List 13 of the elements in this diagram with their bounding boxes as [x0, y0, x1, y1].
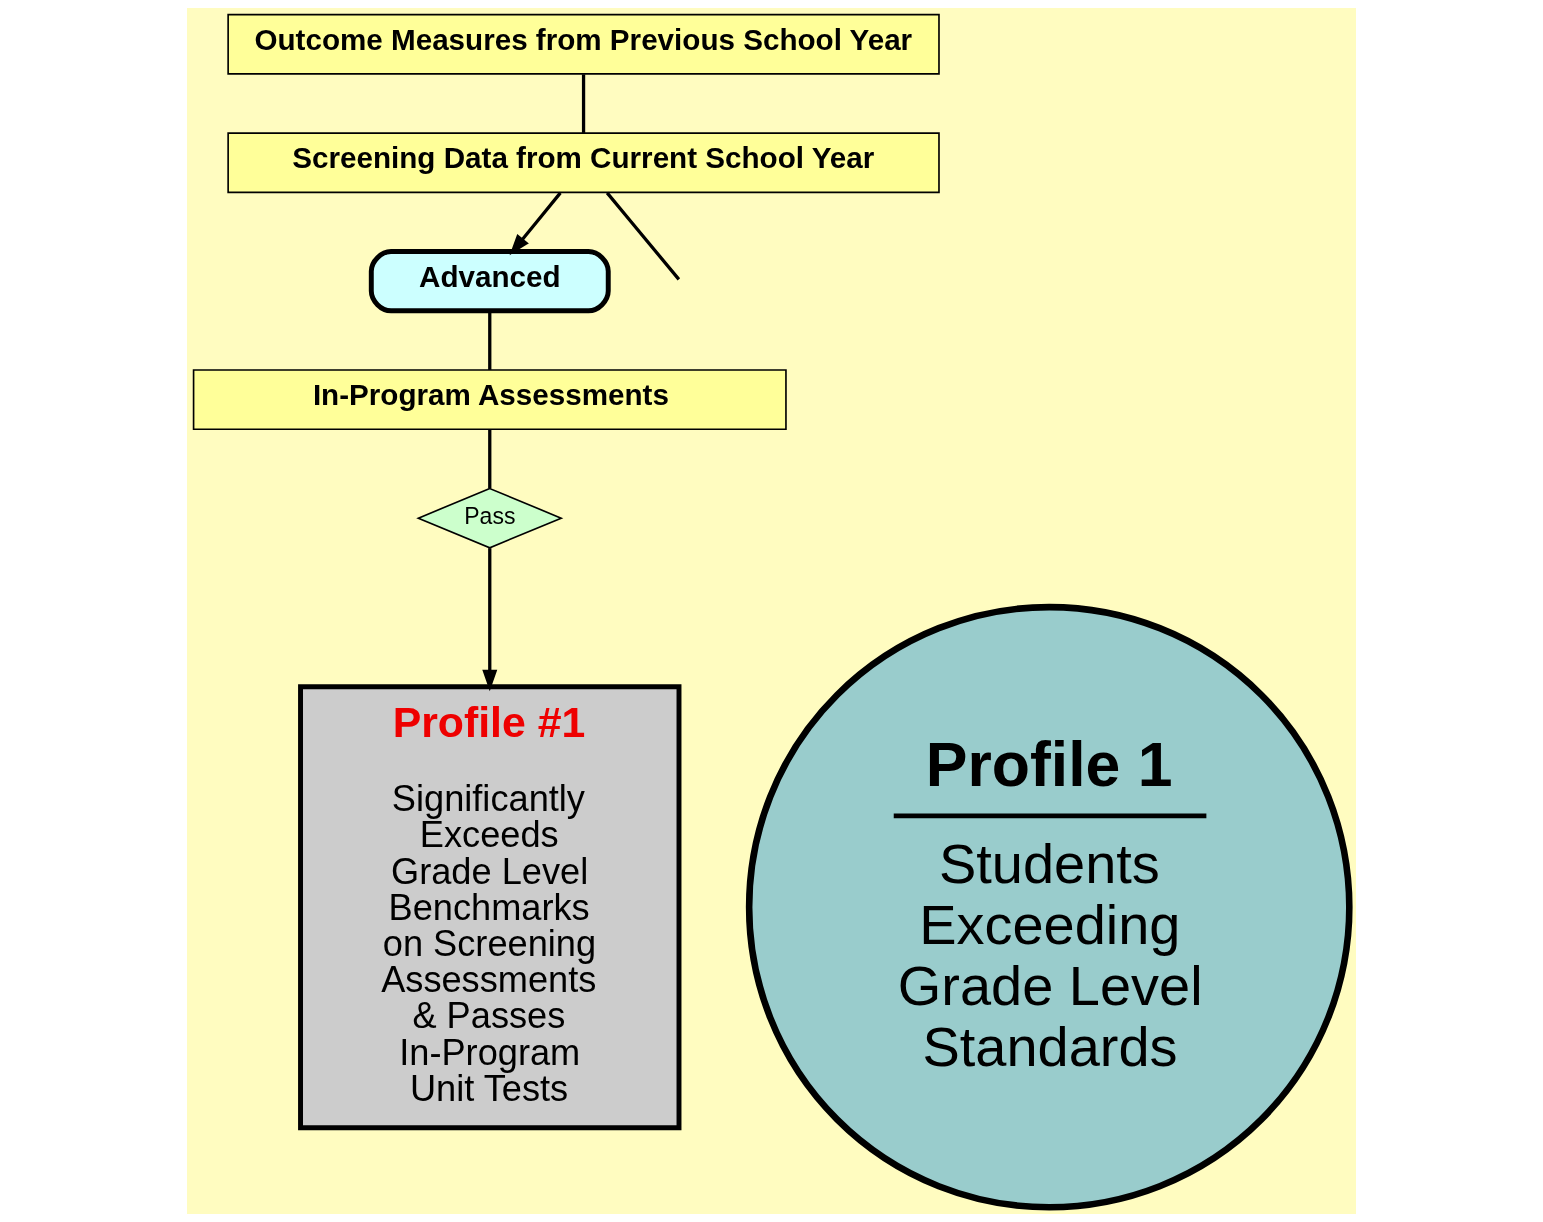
connector [581, 74, 586, 133]
node-box: Profile #1 Significantly Exceeds Grade Level Benchmarks on Screening Assessments & Passes In-Program Unit Tests [298, 684, 682, 1131]
node-box: Screening Data from Current School Year [227, 132, 940, 194]
node-box: Outcome Measures from Previous School Year [227, 13, 940, 75]
node-box: Advanced [368, 249, 611, 314]
node-box: In-Program Assessments [192, 369, 787, 431]
connector [488, 429, 492, 489]
node-diamond: Pass [416, 487, 564, 549]
arrow [482, 548, 498, 692]
connector [488, 311, 492, 370]
node-circle: Profile 1 Students Exceeding Grade Level Standards [745, 603, 1353, 1211]
arrow [509, 191, 562, 256]
connector [605, 191, 681, 281]
